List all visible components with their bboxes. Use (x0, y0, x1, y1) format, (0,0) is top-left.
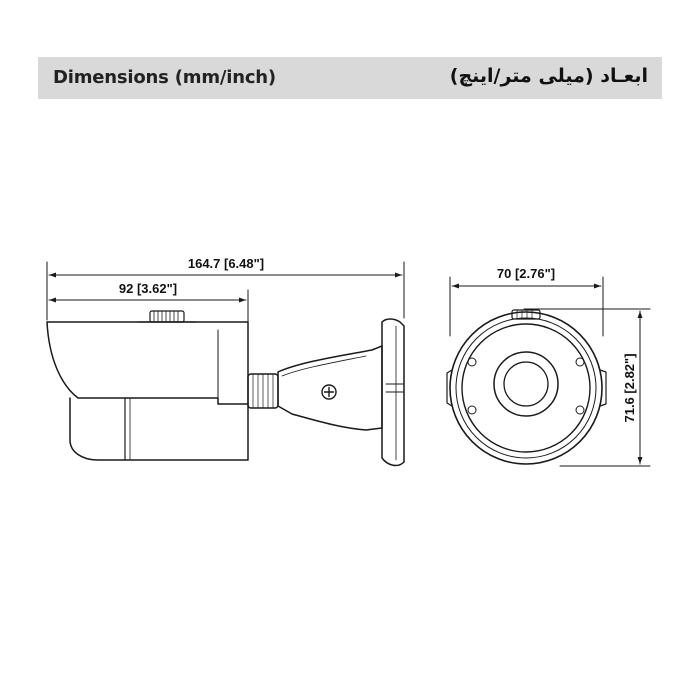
lens-icon (493, 351, 559, 417)
overall-length-dimension: 164.7 [6.48"] (48, 256, 403, 278)
top-adjust-screw (137, 310, 197, 323)
body-length-label: 92 [3.62"] (119, 281, 177, 296)
ir-led-icon (467, 357, 477, 367)
header-title-persian: ابعـاد (میلی متر/اینچ) (449, 65, 648, 87)
section-header-bar: Dimensions (mm/inch) ابعـاد (میلی متر/ای… (38, 57, 662, 99)
body-length-dimension: 92 [3.62"] (48, 281, 247, 303)
coupler-ring (247, 373, 279, 409)
front-top-screw (511, 309, 541, 320)
ir-led-icon (467, 405, 477, 415)
wall-mount-base (381, 318, 405, 467)
width-dimension: 70 [2.76"] (451, 266, 602, 289)
front-view: 70 [2.76"] 71.6 [2.82"] (446, 266, 651, 467)
header-title-english: Dimensions (mm/inch) (53, 67, 276, 88)
height-dimension: 71.6 [2.82"] (622, 310, 643, 465)
height-label: 71.6 [2.82"] (622, 353, 637, 422)
ir-led-icon (575, 405, 585, 415)
arm-screw-icon (321, 384, 337, 400)
ir-led-icon (575, 357, 585, 367)
width-label: 70 [2.76"] (497, 266, 555, 281)
overall-length-label: 164.7 [6.48"] (188, 256, 264, 271)
side-view: 164.7 [6.48"] 92 [3.62"] (46, 256, 405, 467)
